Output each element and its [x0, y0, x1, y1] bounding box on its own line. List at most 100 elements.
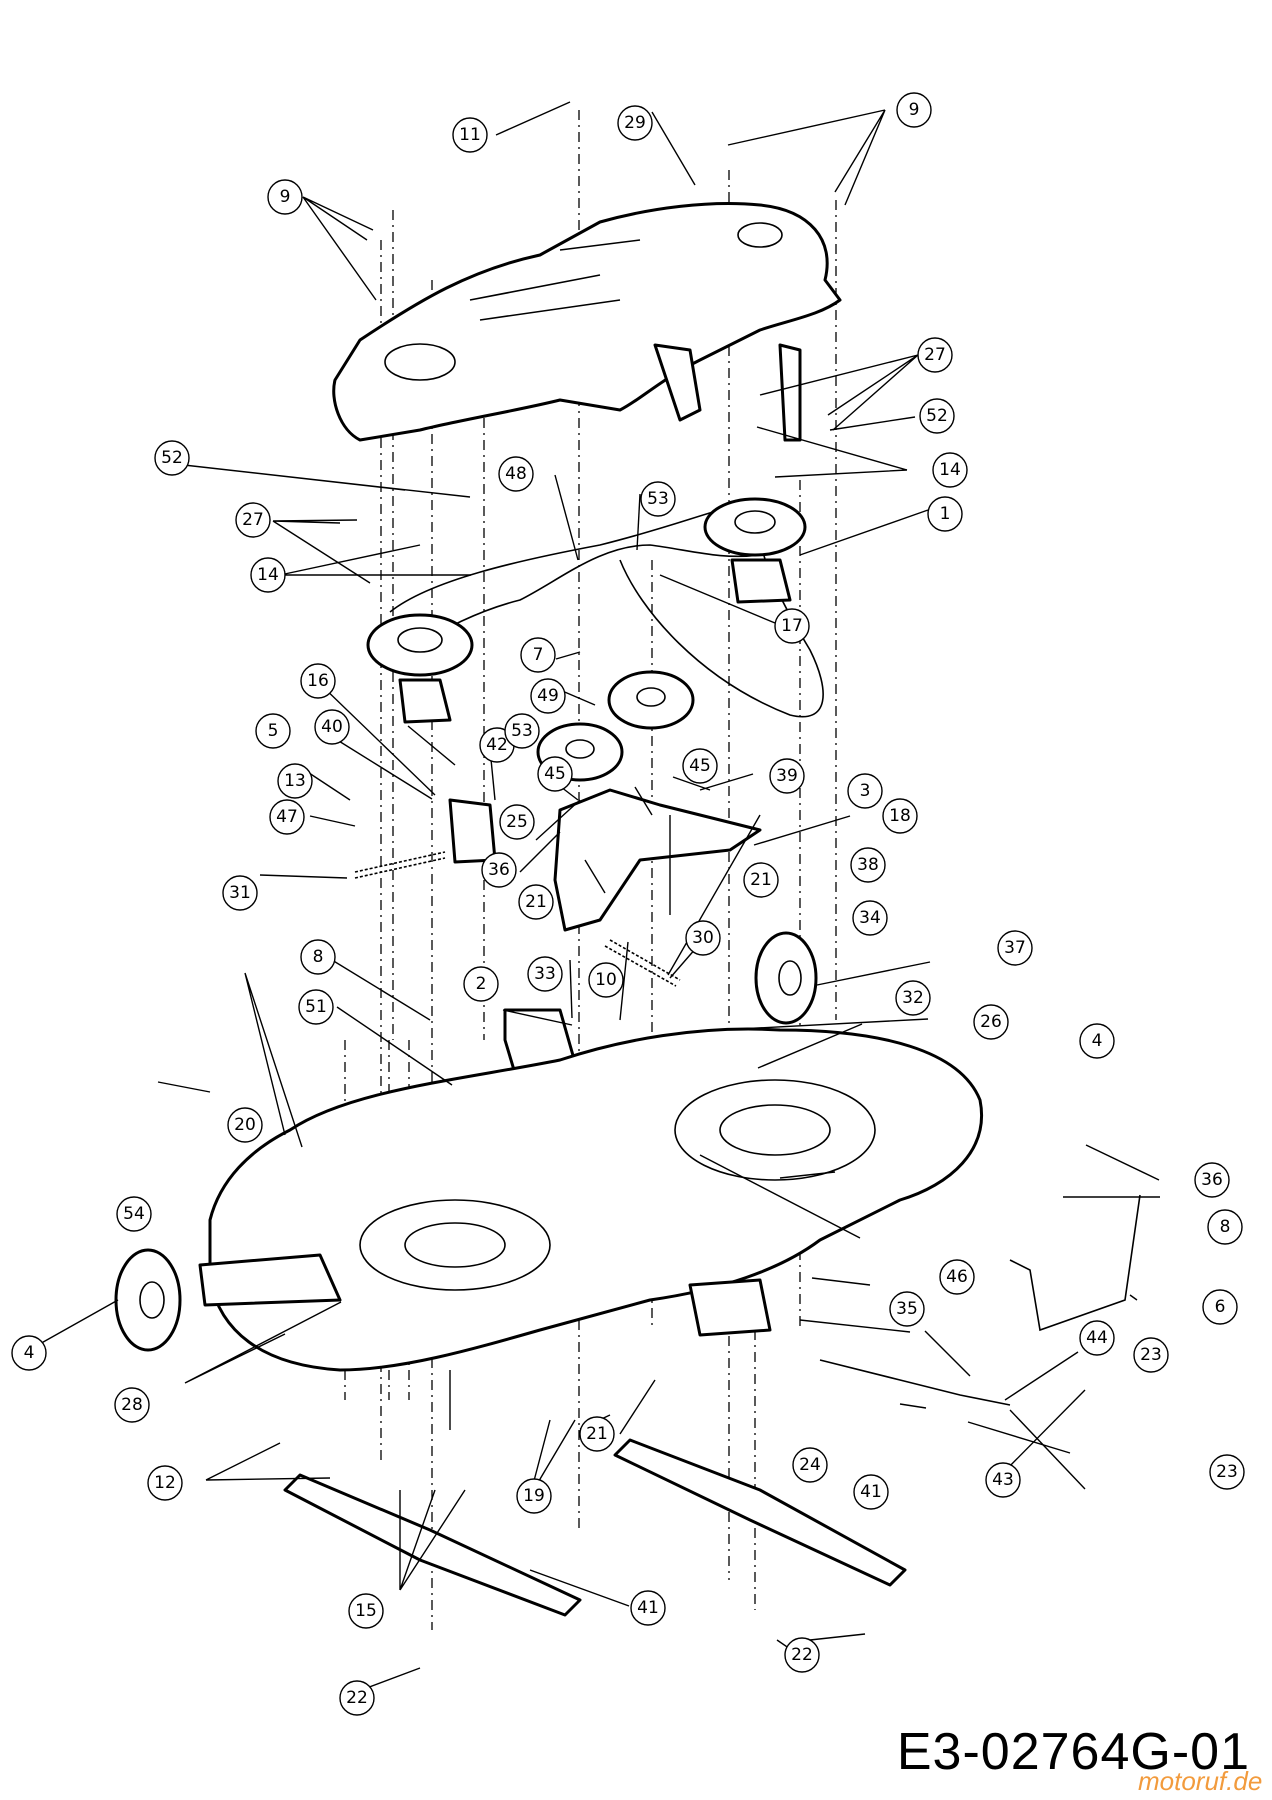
callout: 14 — [932, 452, 968, 488]
callout-label: 7 — [533, 645, 544, 665]
callout: 51 — [298, 989, 334, 1025]
callout-label: 9 — [909, 100, 920, 120]
callout: 23 — [1209, 1454, 1245, 1490]
callout: 19 — [516, 1478, 552, 1514]
callout-label: 51 — [305, 997, 327, 1017]
callout: 7 — [520, 637, 556, 673]
callout-label: 25 — [506, 812, 528, 832]
callout: 53 — [504, 713, 540, 749]
callout: 21 — [518, 884, 554, 920]
callout: 40 — [314, 709, 350, 745]
callout-label: 54 — [123, 1204, 145, 1224]
callout-label: 52 — [161, 448, 183, 468]
callout-label: 4 — [1092, 1031, 1103, 1051]
callout-label: 36 — [488, 860, 510, 880]
callout-label: 1 — [940, 504, 951, 524]
callout: 39 — [769, 758, 805, 794]
callout: 36 — [481, 852, 517, 888]
callout: 6 — [1202, 1289, 1238, 1325]
callout: 12 — [147, 1465, 183, 1501]
callout: 43 — [985, 1462, 1021, 1498]
mower-deck — [198, 1027, 983, 1372]
callout-label: 27 — [924, 345, 946, 365]
callout-label: 53 — [647, 489, 669, 509]
callout: 21 — [579, 1416, 615, 1452]
callout-label: 4 — [24, 1343, 35, 1363]
leader-lines — [28, 101, 1160, 1699]
callout: 23 — [1133, 1337, 1169, 1373]
callout-label: 21 — [750, 870, 772, 890]
callout-label: 8 — [1220, 1217, 1231, 1237]
gauge-wheel-right — [754, 931, 818, 1025]
callout-label: 45 — [689, 756, 711, 776]
callout-label: 24 — [799, 1455, 821, 1475]
callout: 4 — [1079, 1023, 1115, 1059]
callout: 47 — [269, 799, 305, 835]
callout: 27 — [235, 502, 271, 538]
callout-label: 20 — [234, 1115, 256, 1135]
callout-label: 26 — [980, 1012, 1002, 1032]
callout: 11 — [452, 117, 488, 153]
callout-label: 47 — [276, 807, 298, 827]
callout-label: 5 — [268, 721, 279, 741]
callout-label: 46 — [946, 1267, 968, 1287]
callout-label: 23 — [1216, 1462, 1238, 1482]
callout-label: 34 — [859, 908, 881, 928]
callout-label: 6 — [1215, 1297, 1226, 1317]
callout: 21 — [743, 862, 779, 898]
callout: 33 — [527, 956, 563, 992]
callout: 35 — [889, 1291, 925, 1327]
callout-label: 18 — [889, 806, 911, 826]
callout: 45 — [537, 756, 573, 792]
callout: 22 — [339, 1680, 375, 1716]
blade-right — [613, 1438, 907, 1587]
callout-label: 36 — [1201, 1170, 1223, 1190]
callout: 22 — [784, 1637, 820, 1673]
callout-label: 41 — [860, 1482, 882, 1502]
callout-label: 21 — [586, 1424, 608, 1444]
callout: 25 — [499, 804, 535, 840]
pulley-left — [366, 613, 474, 724]
idler-pulley-1 — [607, 670, 695, 730]
callout: 8 — [1207, 1209, 1243, 1245]
callout: 54 — [116, 1196, 152, 1232]
callout-label: 16 — [307, 671, 329, 691]
callout: 27 — [917, 337, 953, 373]
callout-label: 31 — [229, 883, 251, 903]
callout-label: 40 — [321, 717, 343, 737]
callout-label: 8 — [313, 947, 324, 967]
callout: 41 — [853, 1474, 889, 1510]
callout-label: 3 — [860, 781, 871, 801]
callout: 14 — [250, 557, 286, 593]
callout: 9 — [896, 92, 932, 128]
callout-label: 29 — [624, 113, 646, 133]
callout-label: 33 — [534, 964, 556, 984]
callout-label: 12 — [154, 1473, 176, 1493]
callout-label: 45 — [544, 764, 566, 784]
callout: 28 — [114, 1387, 150, 1423]
callout: 41 — [630, 1590, 666, 1626]
callout: 49 — [530, 678, 566, 714]
callout: 34 — [852, 900, 888, 936]
callout: 52 — [919, 398, 955, 434]
callout: 53 — [640, 481, 676, 517]
callout: 44 — [1079, 1320, 1115, 1356]
callout: 1 — [927, 496, 963, 532]
pulley-right — [703, 497, 807, 604]
callout-label: 43 — [992, 1470, 1014, 1490]
callout: 8 — [300, 939, 336, 975]
callout-label: 27 — [242, 510, 264, 530]
callout: 46 — [939, 1259, 975, 1295]
callout: 26 — [973, 1004, 1009, 1040]
callout-label: 42 — [486, 735, 508, 755]
callout-label: 11 — [459, 125, 481, 145]
callout-label: 53 — [511, 721, 533, 741]
callout-label: 17 — [781, 616, 803, 636]
callout: 20 — [227, 1107, 263, 1143]
callout: 4 — [11, 1335, 47, 1371]
callout-label: 49 — [537, 686, 559, 706]
callout-label: 9 — [280, 187, 291, 207]
callout-label: 52 — [926, 406, 948, 426]
callout: 10 — [588, 962, 624, 998]
